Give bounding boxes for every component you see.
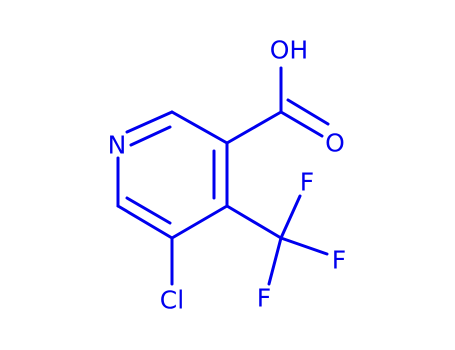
bond-cf3-f-bottom bbox=[267, 236, 283, 286]
bond-cf3-f-top bbox=[279, 194, 302, 240]
carboxyl-group bbox=[225, 66, 330, 145]
bond-carboxyl-o bbox=[279, 110, 324, 138]
atom-chlorine: Cl bbox=[160, 286, 184, 315]
bond-c5-c6-inner bbox=[125, 196, 172, 225]
bond-c4-c5 bbox=[170, 204, 229, 240]
atom-nitrogen: N bbox=[108, 131, 127, 160]
bond-cf3-f-right bbox=[279, 236, 329, 256]
bond-c4-cf3 bbox=[225, 204, 283, 240]
bond-carboxyl-o-second bbox=[286, 98, 330, 126]
atom-fluorine-right: F bbox=[332, 246, 346, 275]
bond-c5-c6 bbox=[116, 204, 174, 240]
bond-c3-carboxyl bbox=[225, 110, 283, 145]
bond-n-c2-inner bbox=[129, 125, 172, 147]
atom-carbonyl-oxygen: O bbox=[325, 129, 345, 158]
atom-fluorine-bottom: F bbox=[257, 284, 271, 313]
bond-n-c2 bbox=[125, 110, 174, 134]
atom-hydroxyl: OH bbox=[270, 36, 308, 65]
trifluoromethyl-group bbox=[225, 194, 329, 286]
bond-c2-c3 bbox=[170, 110, 229, 145]
atom-fluorine-top: F bbox=[300, 168, 314, 197]
pyridine-ring bbox=[116, 110, 229, 240]
